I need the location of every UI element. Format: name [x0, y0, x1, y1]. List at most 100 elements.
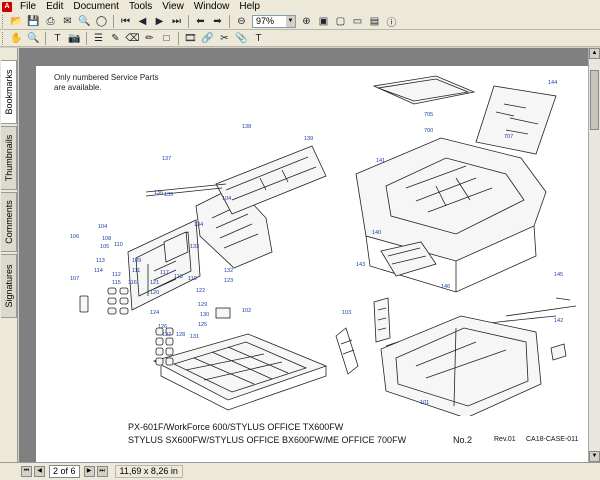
svg-text:705: 705	[424, 112, 433, 118]
fit-page-icon[interactable]: ▢	[335, 15, 346, 27]
zoom-out-icon[interactable]: ⊖	[237, 15, 246, 27]
svg-text:125: 125	[198, 322, 207, 328]
open-icon[interactable]: 📂	[10, 15, 23, 27]
tab-thumbnails[interactable]: Thumbnails	[1, 126, 17, 190]
menu-tools[interactable]: Tools	[128, 1, 153, 12]
movie-icon[interactable]: 🎞	[184, 32, 197, 44]
upper-housing	[355, 137, 547, 293]
scroll-down-icon[interactable]: ▼	[589, 451, 600, 462]
attach-icon[interactable]: 📎	[235, 32, 248, 44]
fit-width-icon[interactable]: ▭	[352, 15, 363, 27]
previous-page-icon[interactable]: ◀	[34, 466, 45, 477]
next-page-icon[interactable]: ▶	[83, 466, 95, 477]
chevron-down-icon[interactable]: ▼	[286, 15, 295, 27]
scroll-thumb[interactable]	[590, 70, 599, 130]
forward-icon[interactable]: ➡	[213, 15, 222, 27]
email-icon[interactable]: ✉	[63, 15, 72, 27]
tab-signatures[interactable]: Signatures	[1, 254, 17, 318]
front-panel-assembly	[127, 145, 327, 311]
toolbar-grip[interactable]	[2, 31, 5, 45]
note-text: Only numbered Service Parts are availabl…	[54, 73, 159, 92]
toolbar-separator	[113, 14, 114, 28]
hand-tool-icon[interactable]: ✋	[10, 32, 23, 44]
toolbar-separator	[229, 14, 230, 28]
highlight-icon[interactable]: ✏	[145, 32, 154, 44]
toolbar-grip[interactable]	[2, 14, 5, 28]
tab-bookmarks[interactable]: Bookmarks	[1, 60, 17, 124]
document-area[interactable]: Only numbered Service Parts are availabl…	[19, 48, 588, 462]
pencil-icon[interactable]: ✎	[111, 32, 120, 44]
back-icon[interactable]: ⬅	[196, 15, 205, 27]
next-page-icon[interactable]: ▶	[155, 15, 164, 27]
note-icon[interactable]: ☰	[94, 32, 103, 44]
text-select-icon[interactable]: T	[54, 32, 61, 44]
svg-text:111: 111	[132, 268, 140, 274]
help-icon[interactable]: ⓘ	[386, 17, 397, 29]
svg-text:117: 117	[160, 270, 169, 276]
svg-text:141: 141	[376, 158, 385, 164]
scroll-up-icon[interactable]: ▲	[589, 48, 600, 59]
menu-edit[interactable]: Edit	[46, 1, 64, 12]
svg-text:119: 119	[188, 276, 197, 282]
reflow-icon[interactable]: ▤	[369, 15, 380, 27]
svg-text:122: 122	[196, 288, 205, 294]
svg-text:138: 138	[242, 124, 251, 130]
search-icon[interactable]: 🔍	[78, 15, 91, 27]
svg-text:707: 707	[504, 134, 513, 140]
touchup-text-icon[interactable]: T	[255, 32, 262, 44]
previous-page-icon[interactable]: ◀	[138, 15, 147, 27]
svg-text:106: 106	[70, 234, 79, 240]
first-page-icon[interactable]: ⏮	[121, 15, 130, 27]
print-icon[interactable]: ⎙	[46, 15, 55, 27]
page-number-field[interactable]: 2 of 6	[49, 465, 80, 478]
menu-bar: A File Edit Document Tools View Window H…	[0, 0, 600, 13]
svg-text:123: 123	[224, 278, 233, 284]
actual-size-icon[interactable]: ▣	[318, 15, 329, 27]
svg-text:136: 136	[154, 190, 163, 196]
zoom-in-icon[interactable]: ⊕	[302, 15, 311, 27]
menu-window[interactable]: Window	[193, 1, 230, 12]
tab-comments[interactable]: Comments	[1, 192, 17, 252]
svg-text:135: 135	[164, 192, 173, 198]
last-page-icon[interactable]: ⏭	[96, 466, 108, 477]
menu-help[interactable]: Help	[239, 1, 260, 12]
svg-text:109: 109	[132, 258, 141, 264]
svg-text:104: 104	[222, 196, 231, 202]
svg-text:114: 114	[94, 268, 103, 274]
vertical-scrollbar[interactable]: ▲ ▼	[588, 48, 600, 462]
document-code: CA18-CASE-011	[526, 436, 579, 443]
save-icon[interactable]: 💾	[27, 15, 40, 27]
first-page-icon[interactable]: ⏮	[21, 466, 32, 477]
menu-document[interactable]: Document	[73, 1, 119, 12]
svg-text:112: 112	[112, 272, 121, 278]
last-page-icon[interactable]: ⏭	[172, 15, 181, 27]
model-names-line-1: PX-601F/WorkForce 600/STYLUS OFFICE TX60…	[128, 422, 344, 432]
menu-file[interactable]: File	[20, 1, 37, 12]
app-icon: A	[2, 1, 12, 12]
svg-text:128: 128	[176, 332, 185, 338]
menu-view[interactable]: View	[162, 1, 184, 12]
svg-text:101: 101	[420, 400, 429, 406]
svg-text:145: 145	[554, 272, 563, 278]
svg-text:103: 103	[342, 310, 351, 316]
toolbar-separator	[188, 14, 189, 28]
svg-text:137: 137	[162, 156, 171, 162]
svg-text:143: 143	[356, 262, 365, 268]
crop-icon[interactable]: ✂	[220, 32, 229, 44]
svg-text:146: 146	[441, 284, 450, 290]
svg-text:130: 130	[200, 312, 209, 318]
link-icon[interactable]: 🔗	[201, 32, 214, 44]
svg-text:108: 108	[102, 236, 111, 242]
zoom-tool-icon[interactable]: 🔍	[27, 32, 40, 44]
eraser-icon[interactable]: ⌫	[125, 32, 140, 44]
zoom-field[interactable]: 97% ▼	[252, 14, 296, 28]
svg-text:105: 105	[100, 244, 109, 250]
snapshot-icon[interactable]: 📷	[68, 32, 81, 44]
page-number-label: No.2	[453, 435, 473, 445]
stamp-icon[interactable]: □	[163, 32, 170, 44]
page-size-display: 11,69 x 8,26 in	[114, 465, 183, 478]
svg-text:104: 104	[98, 224, 107, 230]
web-icon[interactable]: ◯	[95, 15, 108, 27]
svg-text:124: 124	[150, 310, 159, 316]
svg-text:134: 134	[194, 222, 203, 228]
